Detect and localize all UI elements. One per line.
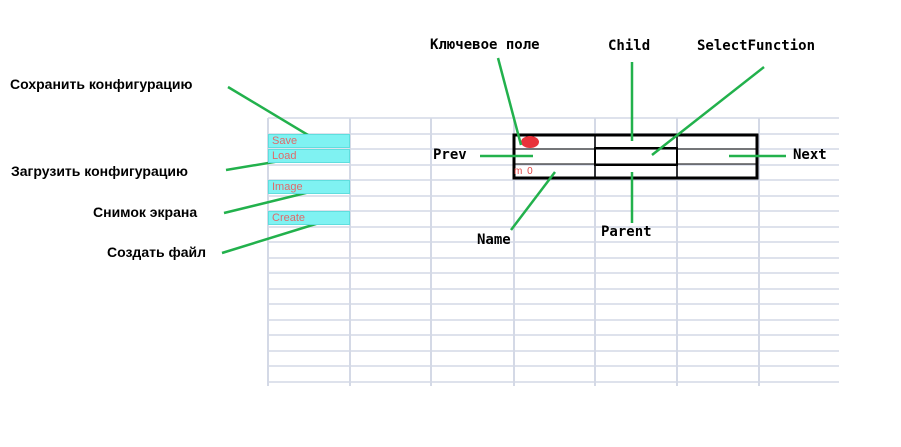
label-save-config: Сохранить конфигурацию <box>10 76 193 92</box>
arrow-name <box>510 171 556 231</box>
label-screenshot: Снимок экрана <box>93 204 198 220</box>
label-prev: Prev <box>433 147 467 163</box>
create-button[interactable]: Create <box>268 211 350 225</box>
node-block <box>512 133 759 180</box>
arrow-key-field <box>496 57 523 146</box>
image-button[interactable]: Image <box>268 180 350 194</box>
spreadsheet-grid <box>267 117 839 386</box>
arrow-save <box>227 85 319 143</box>
label-next: Next <box>793 147 827 163</box>
save-button[interactable]: Save <box>268 134 350 148</box>
label-create-file: Создать файл <box>107 244 206 260</box>
select-function-cell <box>594 147 678 166</box>
label-parent: Parent <box>601 224 652 240</box>
load-button[interactable]: Load <box>268 149 350 163</box>
label-name: Name <box>477 232 511 248</box>
label-load-config: Загрузить конфигурацию <box>11 163 188 179</box>
label-key-field: Ключевое поле <box>430 37 540 53</box>
node-border <box>512 133 759 180</box>
label-select-function: SelectFunction <box>697 38 816 54</box>
node-name-text: m 0 <box>514 166 534 177</box>
key-field-dot[interactable] <box>521 136 539 148</box>
label-child: Child <box>608 38 651 54</box>
arrow-select-function <box>651 66 765 156</box>
